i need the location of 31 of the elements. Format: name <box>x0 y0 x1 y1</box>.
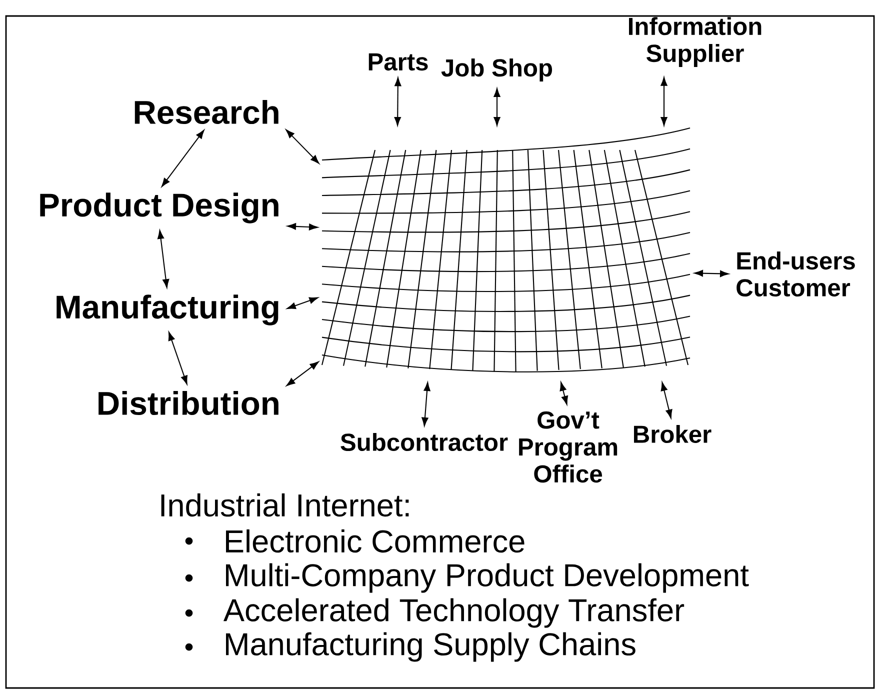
list-heading: Industrial Internet: <box>161 493 409 517</box>
arrow <box>286 362 319 386</box>
node-label: Broker <box>634 424 712 444</box>
node-label: Distribution <box>98 390 278 416</box>
arrow <box>394 77 402 126</box>
list-item: Electronic Commerce <box>226 529 524 553</box>
arrow <box>422 382 430 426</box>
node-label: Information Supplier <box>629 17 762 67</box>
arrow <box>287 223 318 230</box>
node-label: Research <box>134 100 278 124</box>
node-label: Gov’t Program Office <box>519 411 618 483</box>
arrow <box>162 130 204 187</box>
node-label: Parts <box>368 53 428 71</box>
arrow <box>286 129 320 164</box>
arrow <box>494 88 500 126</box>
node-label: Manufacturing <box>56 294 278 326</box>
node-label: End-users Customer <box>736 252 855 296</box>
list-item: Multi-Company Product Development <box>226 563 749 593</box>
list-item: Manufacturing Supply Chains <box>226 632 636 662</box>
node-label: Job Shop <box>441 58 552 82</box>
arrow <box>660 382 672 418</box>
list-item: Accelerated Technology Transfer <box>223 598 684 628</box>
node-label: Product Design <box>40 192 278 224</box>
arrow <box>694 270 729 278</box>
arrow <box>560 382 568 405</box>
arrow <box>660 77 668 126</box>
arrow <box>286 297 318 309</box>
arrow <box>168 332 188 384</box>
mesh-drawing <box>322 127 690 372</box>
arrow <box>157 230 170 288</box>
node-label: Subcontractor <box>340 432 508 452</box>
